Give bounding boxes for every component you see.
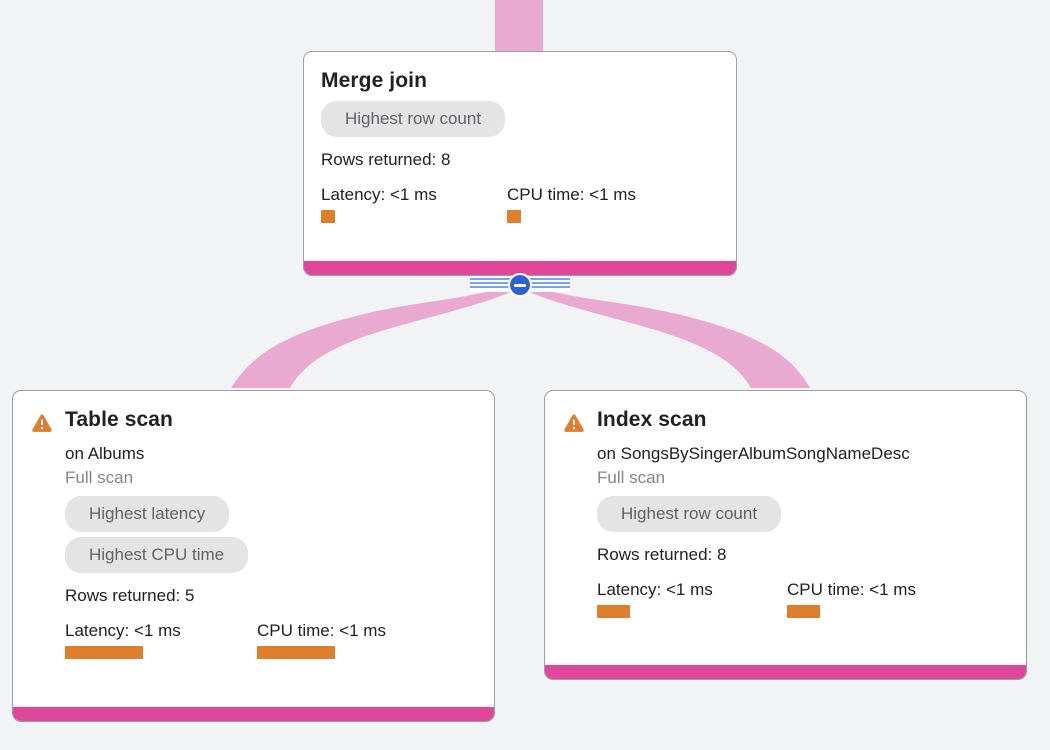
chip-list: Highest row count	[597, 496, 916, 537]
node-header: Merge join Highest row count Rows return…	[321, 68, 718, 223]
metrics-row: Latency: <1 ms CPU time: <1 ms	[597, 579, 916, 618]
node-accent-bar	[13, 707, 494, 721]
edge-merge-join-to-index-scan	[521, 283, 810, 388]
node-body: Merge join Highest row count Rows return…	[304, 52, 736, 237]
metric-cpu-time-label: CPU time: <1 ms	[257, 621, 386, 640]
node-card-index-scan[interactable]: Index scan on SongsBySingerAlbumSongName…	[544, 390, 1027, 680]
chip-list: Highest latency Highest CPU time	[65, 496, 386, 578]
node-scan-type: Full scan	[597, 468, 666, 487]
node-body: Table scan on Albums Full scan Highest l…	[13, 391, 494, 673]
node-header: Index scan on SongsBySingerAlbumSongName…	[563, 407, 1008, 618]
rows-returned-label: Rows returned: 8	[597, 545, 727, 564]
metric-cpu-time-bar	[787, 605, 820, 618]
node-body: Index scan on SongsBySingerAlbumSongName…	[545, 391, 1026, 632]
rows-returned-label: Rows returned: 8	[321, 150, 451, 169]
metric-latency-label: Latency: <1 ms	[597, 580, 713, 599]
node-card-merge-join[interactable]: Merge join Highest row count Rows return…	[303, 51, 737, 276]
metric-latency: Latency: <1 ms	[597, 579, 787, 618]
node-accent-bar	[545, 665, 1026, 679]
metric-cpu-time: CPU time: <1 ms	[787, 579, 916, 618]
metric-latency-bar	[321, 210, 335, 223]
edge-merge-join-to-table-scan	[231, 283, 519, 388]
metric-cpu-time-label: CPU time: <1 ms	[787, 580, 916, 599]
chip-highest-latency[interactable]: Highest latency	[65, 496, 230, 532]
metric-latency-label: Latency: <1 ms	[321, 185, 437, 204]
node-text-block: Merge join Highest row count Rows return…	[321, 68, 636, 223]
node-title: Index scan	[597, 408, 707, 431]
metric-latency-label: Latency: <1 ms	[65, 621, 181, 640]
metric-latency-bar	[65, 646, 143, 659]
node-scan-type: Full scan	[65, 468, 134, 487]
metric-cpu-time-bar	[257, 646, 335, 659]
chip-highest-row-count[interactable]: Highest row count	[597, 496, 782, 532]
collapse-button[interactable]	[508, 273, 532, 297]
metric-cpu-time: CPU time: <1 ms	[257, 620, 386, 659]
collapse-handle	[470, 273, 570, 297]
node-header: Table scan on Albums Full scan Highest l…	[31, 407, 476, 659]
edge-incoming-merge-join	[495, 0, 543, 53]
metric-latency: Latency: <1 ms	[321, 184, 507, 223]
metric-latency: Latency: <1 ms	[65, 620, 257, 659]
metric-latency-bar	[597, 605, 630, 618]
node-text-block: Index scan on SongsBySingerAlbumSongName…	[597, 407, 916, 618]
node-text-block: Table scan on Albums Full scan Highest l…	[65, 407, 386, 659]
node-title: Table scan	[65, 408, 173, 431]
chip-highest-row-count[interactable]: Highest row count	[321, 101, 506, 137]
node-card-table-scan[interactable]: Table scan on Albums Full scan Highest l…	[12, 390, 495, 722]
chip-highest-cpu-time[interactable]: Highest CPU time	[65, 537, 249, 573]
node-target: on Albums	[65, 444, 145, 463]
warning-triangle-icon	[31, 412, 53, 434]
warning-triangle-icon	[563, 412, 585, 434]
node-title: Merge join	[321, 69, 428, 92]
metric-cpu-time-bar	[507, 210, 521, 223]
metric-cpu-time: CPU time: <1 ms	[507, 184, 636, 223]
chip-list: Highest row count	[321, 101, 636, 142]
metrics-row: Latency: <1 ms CPU time: <1 ms	[65, 620, 386, 659]
metrics-row: Latency: <1 ms CPU time: <1 ms	[321, 184, 636, 223]
rows-returned-label: Rows returned: 5	[65, 586, 195, 605]
metric-cpu-time-label: CPU time: <1 ms	[507, 185, 636, 204]
node-target: on SongsBySingerAlbumSongNameDesc	[597, 444, 910, 463]
node-accent-bar	[304, 261, 736, 275]
